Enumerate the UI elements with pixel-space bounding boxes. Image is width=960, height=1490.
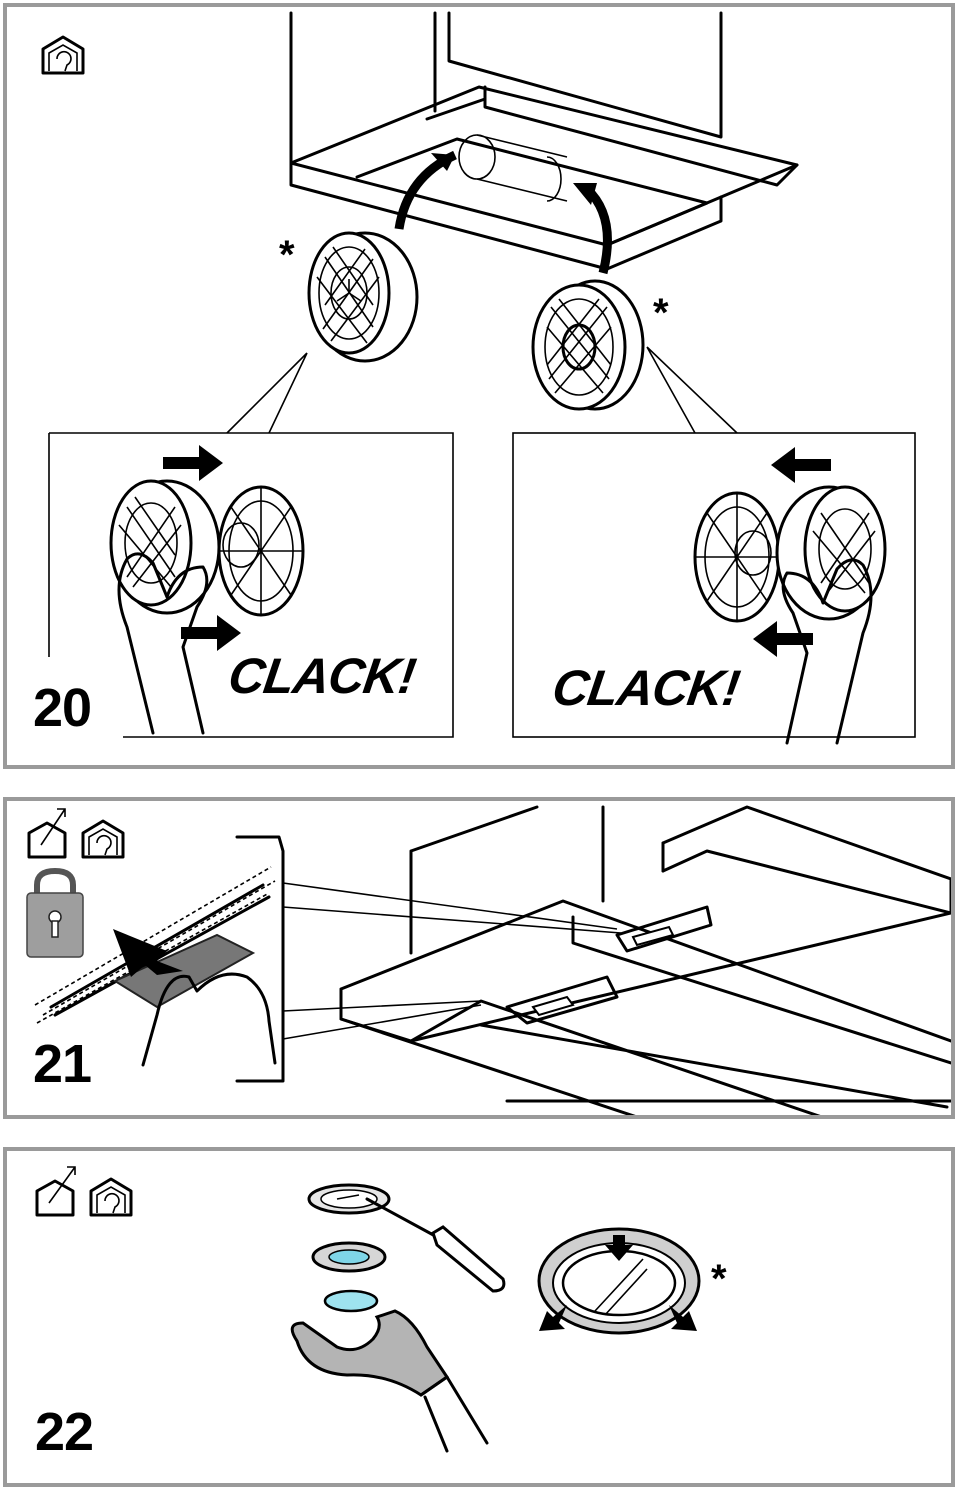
step-22-panel: * 22 <box>3 1147 955 1487</box>
optional-mark: * <box>711 1257 727 1301</box>
push-arrow-icon <box>113 929 183 977</box>
step-22-illustration <box>35 1166 701 1453</box>
push-arrow-top-left <box>163 445 223 481</box>
padlock-icon <box>26 867 84 958</box>
cooker-hood-drawing <box>289 11 799 271</box>
optional-mark-left: * <box>279 233 295 277</box>
lamp-lens-icon <box>323 1289 379 1313</box>
step-21-illustration <box>26 805 951 1115</box>
step-20-illustration <box>41 11 916 745</box>
press-arrow-right <box>669 1305 697 1331</box>
lamp-holder-drawing <box>311 1241 387 1273</box>
step-number-22: 22 <box>35 1402 94 1462</box>
step-21-panel: 21 <box>3 797 955 1119</box>
carbon-filter-right <box>531 279 645 411</box>
callout-box-right <box>512 432 916 738</box>
press-arrow-left <box>539 1305 567 1331</box>
recirculation-mode-icon <box>89 1177 133 1217</box>
lamp-ring-detail <box>537 1227 701 1335</box>
push-arrow-bottom-right <box>753 621 813 657</box>
gloved-hand-icon <box>290 1309 489 1453</box>
carbon-filter-left <box>307 231 419 363</box>
cooker-hood-drawing <box>339 805 951 1115</box>
step-20-panel: * * CLACK! CLACK! 20 <box>3 3 955 769</box>
insert-arrowhead-right <box>573 183 597 205</box>
insert-arrowhead-left <box>431 153 455 171</box>
extraction-mode-icon <box>27 808 67 859</box>
push-arrow-top-right <box>771 447 831 483</box>
optional-mark-right: * <box>653 291 669 335</box>
clack-callout-right: CLACK! <box>549 660 743 716</box>
screwdriver-icon <box>365 1197 506 1293</box>
filter-attach-detail-right <box>693 485 887 745</box>
filter-release-detail <box>34 835 285 1083</box>
step-number-21: 21 <box>33 1034 92 1094</box>
extraction-mode-icon <box>35 1166 76 1217</box>
recirculation-mode-icon <box>81 819 125 859</box>
callout-box-left <box>48 432 454 738</box>
press-arrow-top <box>605 1235 633 1261</box>
recirculation-mode-icon <box>41 35 85 75</box>
filter-attach-detail-left <box>109 479 305 735</box>
step-number-20: 20 <box>33 678 92 738</box>
lamp-cover-drawing <box>307 1183 391 1215</box>
clack-callout-left: CLACK! <box>225 648 419 704</box>
push-arrow-bottom-left <box>181 615 241 651</box>
